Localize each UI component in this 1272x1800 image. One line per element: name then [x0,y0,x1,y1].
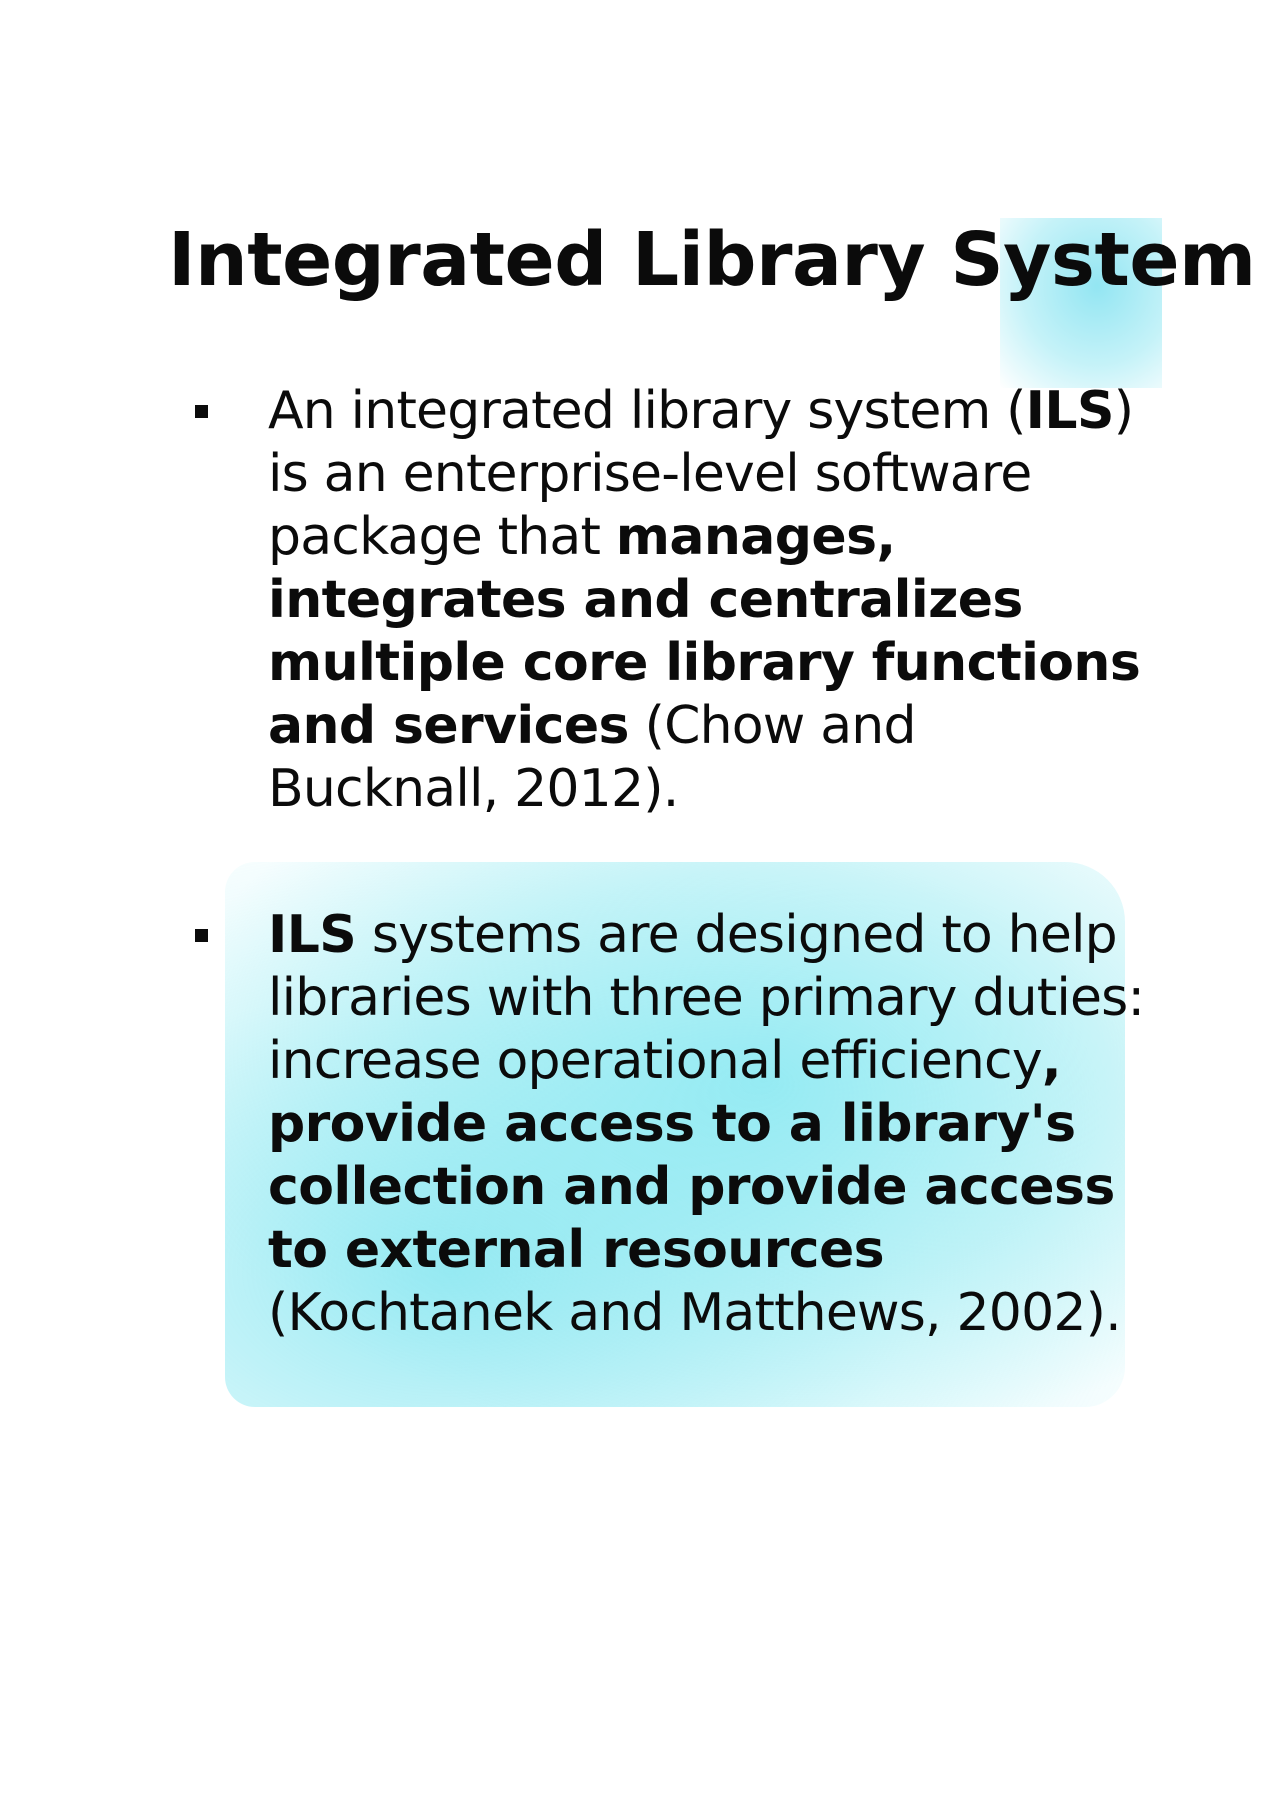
text-segment: systems are designed to help libraries w… [268,905,1145,1091]
text-segment-bold: manages, integrates and centralizes mult… [268,507,1141,756]
text-segment: ) is an enterprise-level software packag… [268,381,1134,567]
citation: (Kochtanek and Matthews, 2002). [268,1283,1122,1343]
text-segment-bold: ILS [268,905,357,965]
square-bullet-icon [195,929,208,942]
bullet-item-ils-duties: ILS systems are designed to help librari… [190,904,1150,1345]
bullet-text: An integrated library system (ILS) is an… [268,381,1141,819]
text-segment: An integrated library system ( [268,381,1026,441]
bullet-list: An integrated library system (ILS) is an… [190,380,1150,1345]
bullet-text: ILS systems are designed to help librari… [268,905,1145,1343]
citation: (Chow and Bucknall, 2012). [268,696,916,819]
bullet-item-ils-definition: An integrated library system (ILS) is an… [190,380,1150,821]
text-segment-bold: ILS [1025,381,1115,441]
slide-title: Integrated Library System [168,217,1256,303]
square-bullet-icon [195,405,208,418]
text-segment-bold: , provide access to a library's collecti… [268,1031,1115,1280]
